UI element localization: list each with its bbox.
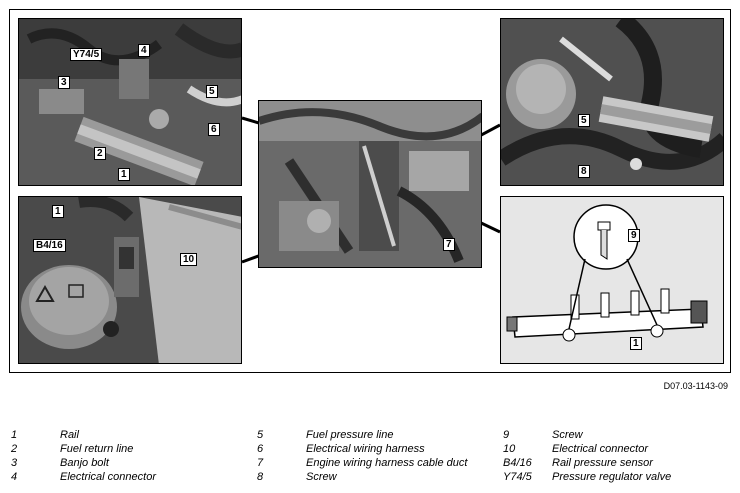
callout-5: 5 [206,85,218,98]
callout-9: 9 [628,229,640,242]
photo-rail-detail [18,18,242,186]
callout-5: 5 [578,114,590,127]
callout-10: 10 [180,253,198,266]
callout-6: 6 [208,123,220,136]
callout-4: 4 [138,44,150,57]
callout-1: 1 [630,337,642,350]
document-reference: D07.03-1143-09 [663,381,728,391]
callout-1: 1 [118,168,130,181]
callout-1: 1 [52,205,64,218]
callout-7: 7 [443,238,455,251]
callout-2: 2 [94,147,106,160]
photo-rail-drawing [500,196,724,364]
callout-b4-16: B4/16 [33,239,66,252]
callout-8: 8 [578,165,590,178]
photo-sensor-detail [18,196,242,364]
callout-3: 3 [58,76,70,89]
callout-y74-5: Y74/5 [70,48,103,61]
photo-pressure-line-detail [500,18,724,186]
